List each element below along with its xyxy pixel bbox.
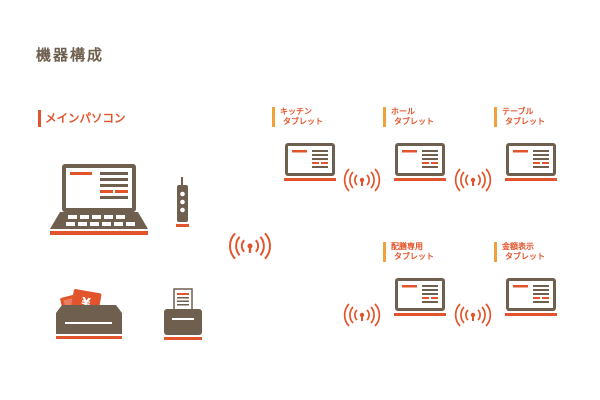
table-tablet-icon: [505, 143, 557, 181]
kitchen-tablet-type: タブレット: [283, 117, 323, 126]
serving-tablet-icon: [394, 278, 446, 316]
table-tablet-name: テーブル: [502, 107, 534, 116]
wireless-signal-icon: [343, 168, 381, 192]
table-tablet-type: タブレット: [505, 117, 545, 126]
price-tablet-label: 金額表示 タブレット: [494, 242, 545, 262]
hall-tablet-name: ホール: [391, 107, 415, 116]
kitchen-tablet-name: キッチン: [280, 107, 312, 116]
serving-tablet-type: タブレット: [394, 252, 434, 261]
page-title: 機器構成: [36, 46, 105, 64]
wireless-signal-icon: [454, 303, 492, 327]
main-pc-label: メインパソコン: [38, 110, 126, 127]
kitchen-tablet-label: キッチン タブレット: [272, 107, 323, 127]
price-tablet-type: タブレット: [505, 252, 545, 261]
yen-symbol: ¥: [80, 295, 92, 311]
handheld-terminal-icon: [176, 177, 189, 227]
price-tablet-icon: [505, 278, 557, 316]
serving-tablet-label: 配膳専用 タブレット: [383, 242, 434, 262]
price-tablet-name: 金額表示: [502, 242, 534, 251]
hall-tablet-label: ホール タブレット: [383, 107, 434, 127]
kitchen-tablet-icon: [284, 143, 336, 181]
hall-tablet-type: タブレット: [394, 117, 434, 126]
wireless-signal-icon: [454, 168, 492, 192]
hall-tablet-icon: [394, 143, 446, 181]
laptop-icon: [50, 164, 148, 235]
serving-tablet-name: 配膳専用: [391, 242, 423, 251]
receipt-printer-icon: [164, 288, 202, 340]
table-tablet-label: テーブル タブレット: [494, 107, 545, 127]
wireless-signal-icon: [343, 303, 381, 327]
cash-drawer-icon: ¥: [56, 289, 122, 339]
wireless-signal-icon: [229, 232, 271, 260]
